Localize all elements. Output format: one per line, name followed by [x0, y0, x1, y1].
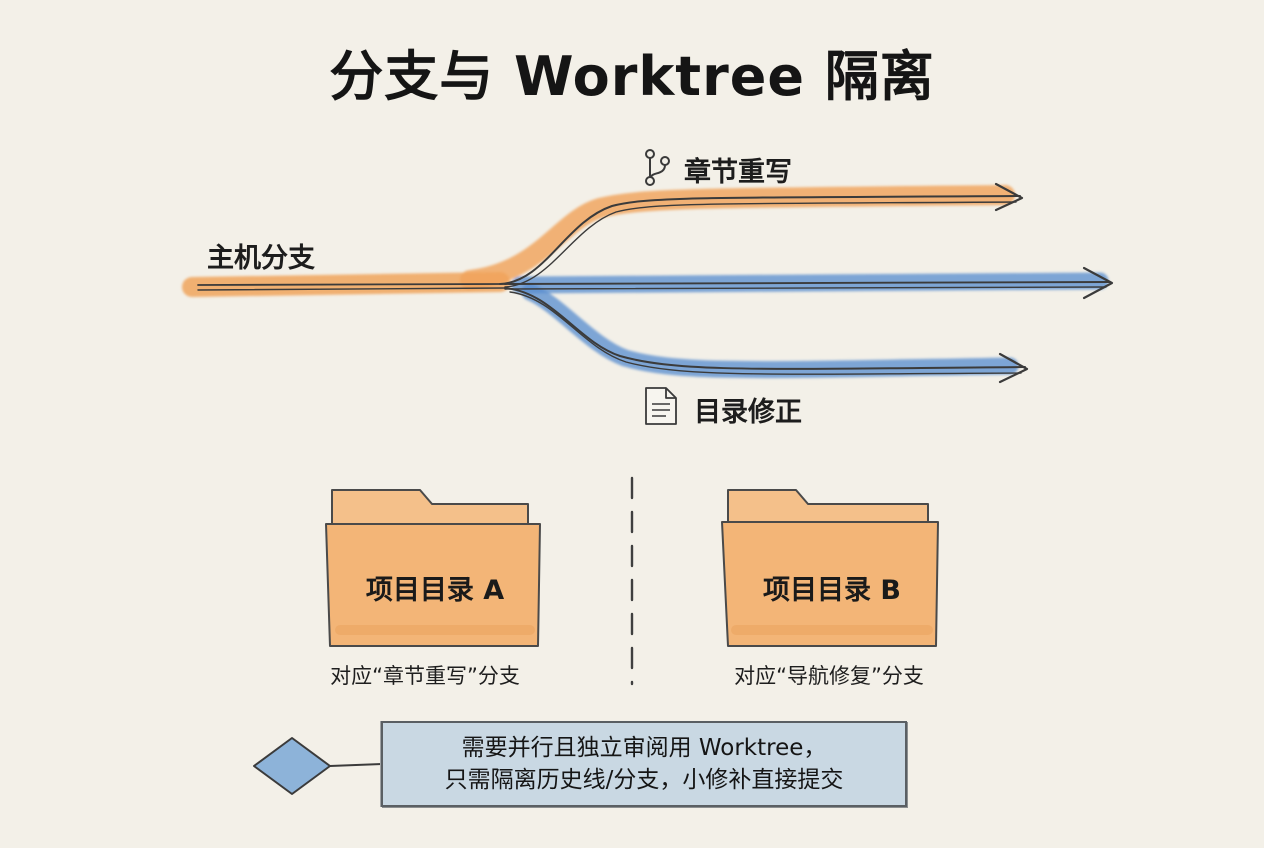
top-arrow-head	[994, 182, 1024, 212]
note-box: 需要并行且独立审阅用 Worktree， 只需隔离历史线/分支，小修补直接提交	[381, 721, 907, 807]
bottom-line-1	[504, 287, 1026, 370]
page-title: 分支与 Worktree 隔离	[329, 45, 935, 108]
folder-a-label: 项目目录 A	[365, 575, 505, 606]
note-line-1: 需要并行且独立审阅用 Worktree，	[461, 735, 827, 761]
bottom-arrow-head	[998, 352, 1029, 384]
folder-a-shape	[325, 489, 541, 647]
top-line-1	[499, 195, 1021, 285]
main-line-1	[197, 283, 506, 286]
bottom-branch-label: 目录修正	[694, 397, 802, 428]
top-branch-wash	[460, 185, 1015, 290]
middle-arrow-head	[1082, 266, 1114, 300]
main-branch-label: 主机分支	[207, 243, 315, 274]
middle-line-1	[504, 281, 1111, 285]
top-line-2	[504, 201, 1017, 288]
bottom-branch-wash	[521, 283, 1019, 379]
bottom-line-2	[509, 291, 1022, 375]
git-branch-icon	[645, 149, 670, 186]
branch-lines	[197, 195, 1111, 375]
document-icon	[645, 387, 677, 425]
decision-diamond	[253, 737, 384, 795]
note-line-2: 只需隔离历史线/分支，小修补直接提交	[444, 767, 844, 793]
middle-line-2	[504, 286, 1107, 290]
top-branch-label: 章节重写	[684, 157, 792, 188]
main-line-2	[197, 287, 506, 291]
folder-b-shape	[721, 489, 939, 647]
arrow-heads	[994, 182, 1114, 384]
folder-a-caption: 对应“章节重写”分支	[330, 664, 520, 688]
folder-b-caption: 对应“导航修复”分支	[734, 664, 924, 688]
folder-b-label: 项目目录 B	[763, 575, 901, 606]
